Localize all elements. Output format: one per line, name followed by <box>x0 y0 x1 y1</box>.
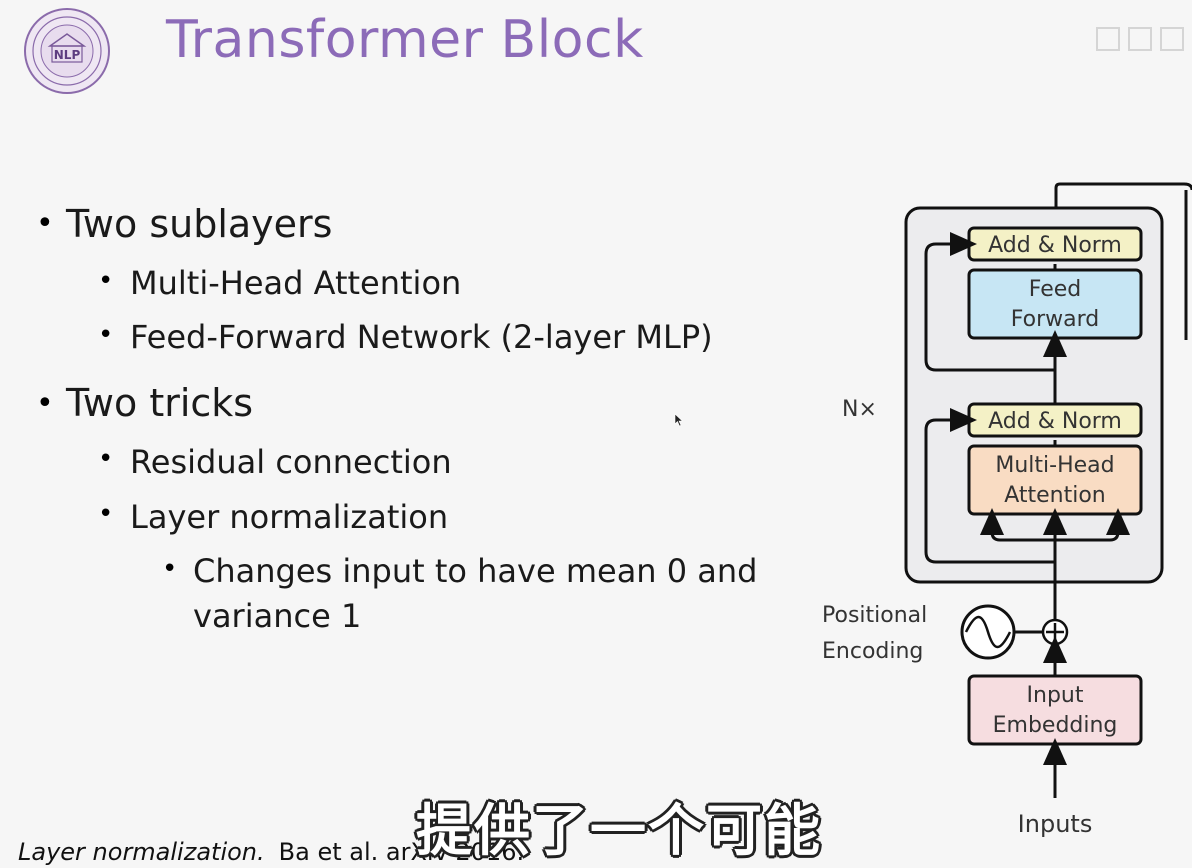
positional-label-2: Encoding <box>822 639 923 664</box>
nx-label: N× <box>842 397 877 422</box>
video-subtitle: 提供了一个可能 <box>416 799 822 864</box>
bullet-item: Two sublayers <box>66 202 333 246</box>
watermark-logo <box>1096 27 1184 51</box>
bullet-item: Layer normalization <box>130 498 449 536</box>
citation: Layer normalization. Ba et al. arXiv 2016… <box>18 838 524 866</box>
bullet-dot: • <box>98 320 114 350</box>
bullet-dot: • <box>98 266 114 296</box>
nlp-lab-logo: NLP <box>24 8 110 94</box>
positional-label-1: Positional <box>822 603 927 628</box>
input-embedding-label-1: Input <box>1027 683 1084 708</box>
bullet-dot: • <box>36 206 54 241</box>
input-embedding-label-2: Embedding <box>993 713 1118 738</box>
bullet-item: Feed-Forward Network (2-layer MLP) <box>130 318 713 356</box>
bullet-dot: • <box>162 554 178 584</box>
mouse-cursor-icon <box>674 413 684 427</box>
logo-text: NLP <box>54 48 81 62</box>
inputs-label: Inputs <box>1018 810 1093 838</box>
encoder-block <box>904 206 1164 584</box>
bullet-item-continuation: variance 1 <box>193 597 362 635</box>
transformer-diagram: Add & Norm Feed Forward N× Add & Norm Mu… <box>822 182 1192 838</box>
slide-title: Transformer Block <box>166 10 644 70</box>
bullet-item: Changes input to have mean 0 and <box>193 552 758 590</box>
bullet-dot: • <box>98 444 114 474</box>
bullet-item: Multi-Head Attention <box>130 264 462 302</box>
add-norm-top-label: Add & Norm <box>988 233 1122 258</box>
bullet-dot: • <box>98 499 114 529</box>
add-norm-bottom-label: Add & Norm <box>988 409 1122 434</box>
citation-title: Layer normalization. <box>18 838 265 866</box>
mha-label-2: Attention <box>1004 483 1106 508</box>
bullet-item: Two tricks <box>66 381 254 425</box>
bullet-item: Residual connection <box>130 443 452 481</box>
feed-forward-label-1: Feed <box>1029 277 1082 302</box>
mha-label-1: Multi-Head <box>995 453 1114 478</box>
citation-source: Ba et al. arXiv 2016. <box>278 838 525 866</box>
bullet-dot: • <box>36 386 54 421</box>
feed-forward-label-2: Forward <box>1011 307 1099 332</box>
